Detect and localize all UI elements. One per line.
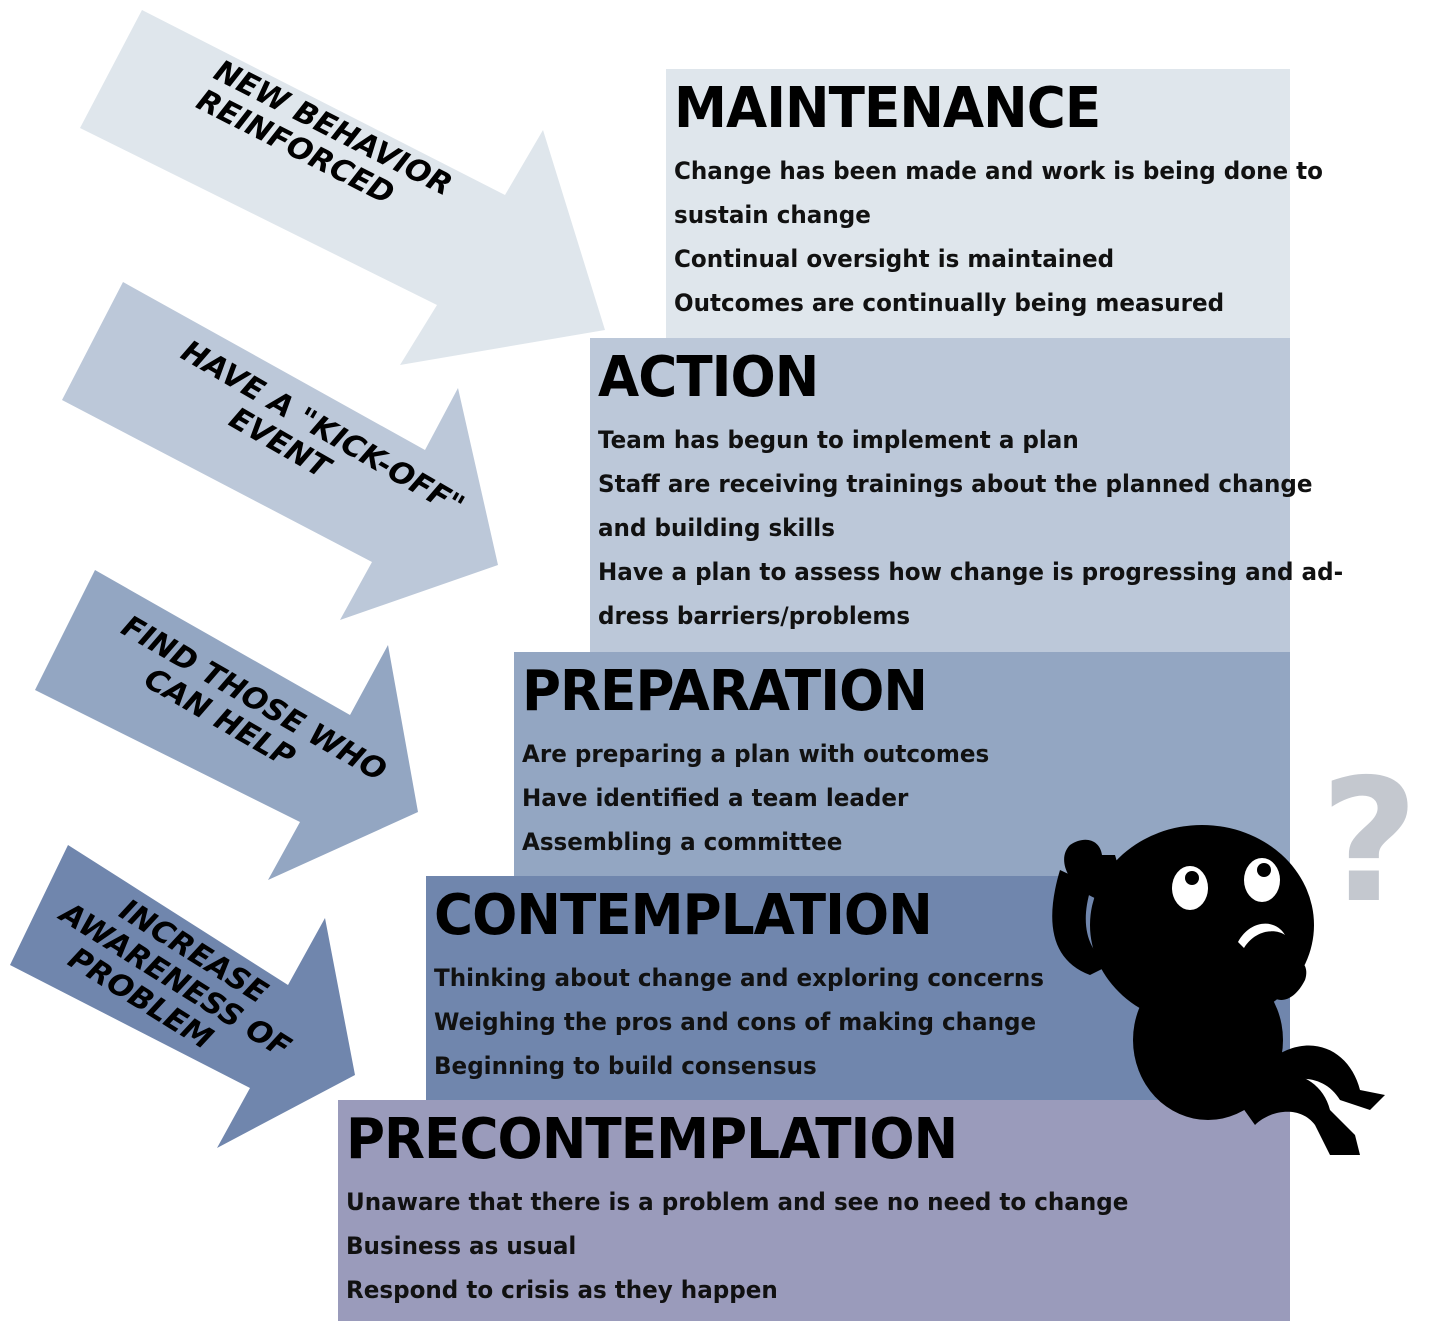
stage-item: Business as usual [346,1232,577,1260]
frown [1238,923,1285,948]
stage-item: Staff are receiving trainings about the … [598,470,1313,498]
stage-items: Are preparing a plan with outcomes Have … [522,732,1270,864]
stage-item: Continual oversight is maintained [674,245,1115,273]
stage-item: Beginning to build consensus [434,1052,817,1080]
stage-title: CONTEMPLATION [434,883,933,948]
stage-items: Change has been made and work is being d… [674,149,1324,325]
stage-item: Change has been made and work is being d… [674,157,1324,185]
arrow-new-behavior [80,10,605,365]
pupil-right [1257,863,1271,877]
stage-items: Unaware that there is a problem and see … [346,1180,1270,1312]
torso [1133,960,1283,1120]
stage-item: and building skills [598,514,835,542]
stage-item: Have a plan to assess how change is prog… [598,558,1344,586]
arrow-find-help [35,570,418,880]
stage-title: MAINTENANCE [674,76,1101,141]
stage-maintenance: MAINTENANCE Change has been made and wor… [666,69,1324,339]
confused-person-icon: ? [1052,760,1419,1155]
stage-item: Unaware that there is a problem and see … [346,1188,1129,1216]
stage-item: Respond to crisis as they happen [346,1276,778,1304]
stage-item: Team has begun to implement a plan [598,426,1079,454]
stage-item: Are preparing a plan with outcomes [522,740,990,768]
pupil-left [1185,871,1199,885]
chin-hand [1270,958,1307,1000]
stage-item: Thinking about change and exploring conc… [434,964,1045,992]
stage-item: Have identified a team leader [522,784,909,812]
eye-right [1244,858,1280,902]
raised-arm-upper [1052,870,1110,975]
arrow-increase-awareness [10,845,355,1148]
stage-items: Thinking about change and exploring conc… [434,956,1270,1088]
stage-title: ACTION [598,345,819,410]
stage-items: Team has begun to implement a plan Staff… [598,418,1344,638]
stage-action: ACTION Team has begun to implement a pla… [590,338,1344,654]
stage-item: Outcomes are continually being measured [674,289,1225,317]
stage-item: dress barriers/problems [598,602,911,630]
question-mark-icon: ? [1320,760,1419,941]
stage-title: PRECONTEMPLATION [346,1107,958,1172]
eye-left [1172,866,1208,910]
stage-precontemplation: PRECONTEMPLATION Unaware that there is a… [338,1100,1290,1321]
stage-item: Weighing the pros and cons of making cha… [434,1008,1037,1036]
stage-item: Assembling a committee [522,828,843,856]
arrow-kick-off [62,282,498,620]
leg-right [1230,1072,1360,1155]
leg-left [1270,1045,1385,1110]
stage-item: sustain change [674,201,871,229]
stage-title: PREPARATION [522,659,928,724]
